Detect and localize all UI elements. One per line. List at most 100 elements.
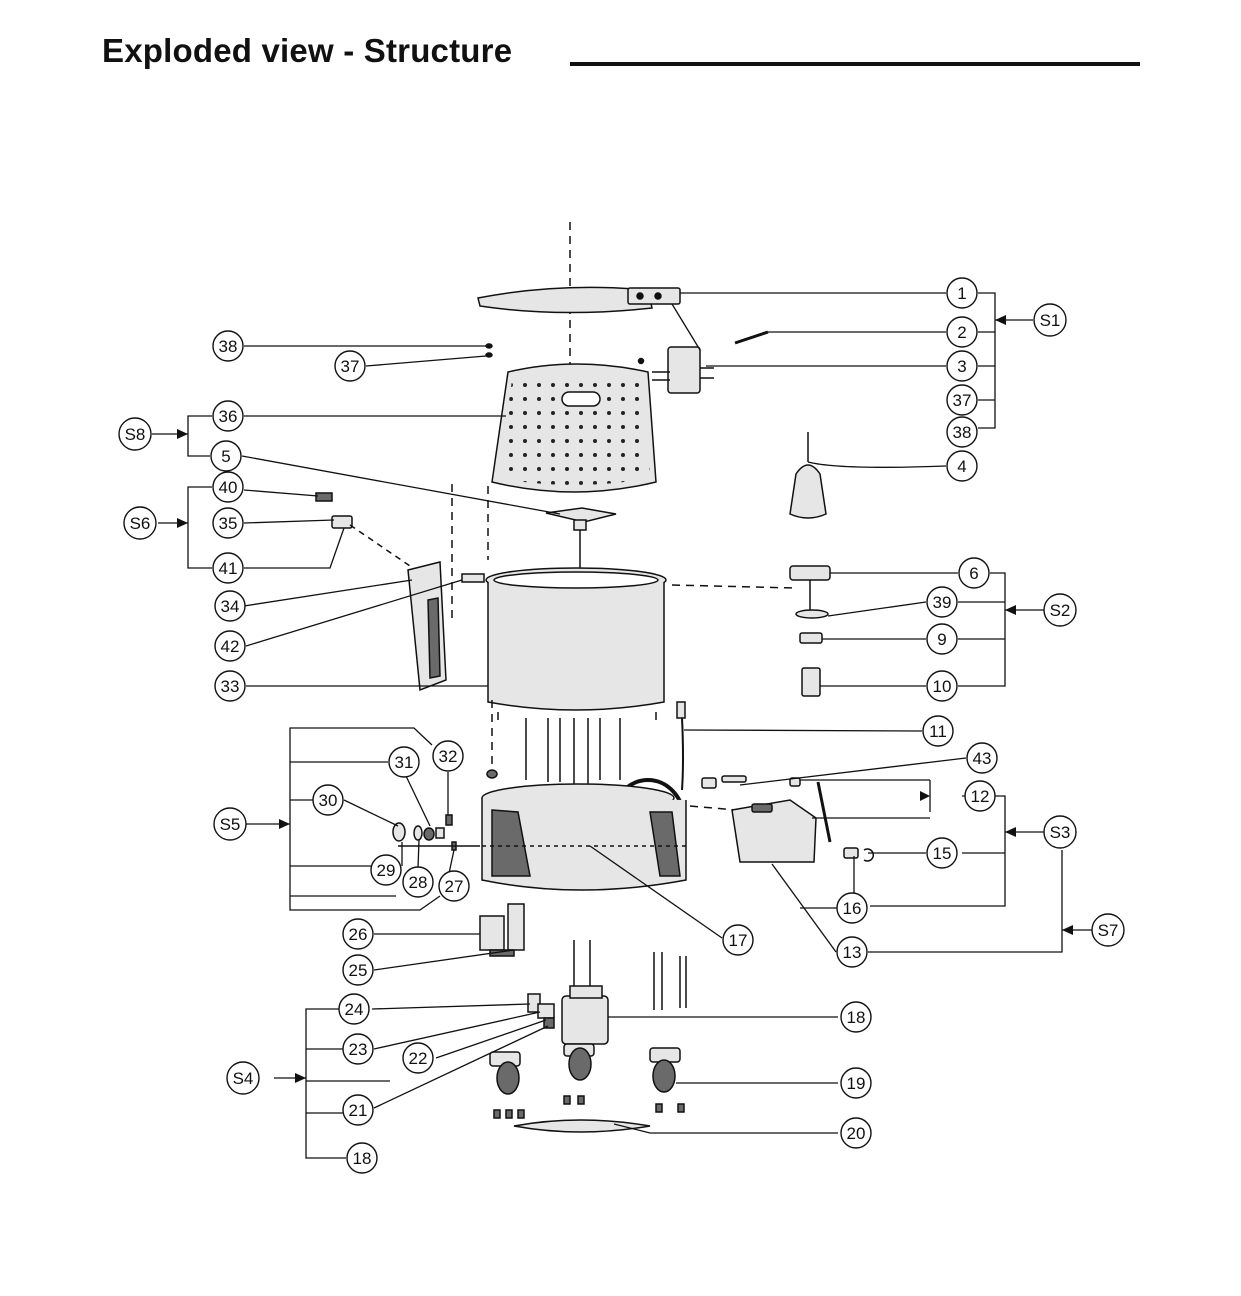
- base-screws-group: [493, 1095, 685, 1119]
- leader-lines: [152, 292, 1092, 1159]
- callout-group-s4: S4: [226, 1061, 260, 1095]
- lid-clip-part: [485, 343, 493, 358]
- callout-15: 15: [926, 837, 958, 869]
- callout-18l: 18: [346, 1142, 378, 1174]
- housing-dash: [689, 805, 737, 811]
- callout-24: 24: [338, 993, 370, 1025]
- callout-30: 30: [312, 784, 344, 816]
- switch-bracket-part: [479, 903, 525, 957]
- callout-20: 20: [840, 1117, 872, 1149]
- callout-label: 12: [971, 787, 990, 806]
- callout-16: 16: [836, 892, 868, 924]
- callout-group-s2: S2: [1043, 593, 1077, 627]
- callout-label: 31: [395, 753, 414, 772]
- callout-label: S2: [1050, 601, 1071, 620]
- callout-label: 20: [847, 1124, 866, 1143]
- callout-label: 19: [847, 1074, 866, 1093]
- callout-13: 13: [836, 936, 868, 968]
- washer-part: [795, 609, 829, 619]
- callout-group-s6: S6: [123, 506, 157, 540]
- pump-assembly-part: [392, 814, 480, 851]
- bearing-part: [799, 632, 823, 644]
- callout-4: 4: [946, 450, 978, 482]
- callout-label: 15: [933, 844, 952, 863]
- callout-42: 42: [214, 630, 246, 662]
- callout-label: 23: [349, 1040, 368, 1059]
- callout-group-s3: S3: [1043, 815, 1077, 849]
- callout-6: 6: [958, 557, 990, 589]
- callout-label: 3: [957, 357, 966, 376]
- callout-9: 9: [926, 623, 958, 655]
- callout-32: 32: [432, 740, 464, 772]
- agitator-cap-part: [789, 432, 827, 519]
- callout-37r: 37: [946, 384, 978, 416]
- callout-label: 27: [445, 877, 464, 896]
- callout-27: 27: [438, 870, 470, 902]
- lid-part: [477, 286, 681, 314]
- caster-legs-group: [653, 952, 687, 1010]
- caster-wheels-part: [489, 1043, 681, 1095]
- callout-label: 4: [957, 457, 966, 476]
- callout-label: S8: [125, 425, 146, 444]
- callout-label: 22: [409, 1049, 428, 1068]
- callout-2: 2: [946, 316, 978, 348]
- callout-label: 37: [341, 357, 360, 376]
- callout-25: 25: [342, 954, 374, 986]
- callout-label: 2: [957, 323, 966, 342]
- clutch-dash: [671, 584, 797, 589]
- callout-38: 38: [212, 330, 244, 362]
- wash-basket-part: [491, 363, 657, 493]
- callout-3: 3: [946, 350, 978, 382]
- callout-label: S4: [233, 1069, 254, 1088]
- callout-label: 17: [729, 931, 748, 950]
- outer-tub-part: [485, 567, 667, 720]
- callout-label: 1: [957, 284, 966, 303]
- callout-18r: 18: [840, 1001, 872, 1033]
- valve-part: [843, 847, 874, 862]
- connector-part-42: [461, 573, 485, 583]
- callout-label: 40: [219, 478, 238, 497]
- callout-label: 30: [319, 791, 338, 810]
- callout-label: 35: [219, 514, 238, 533]
- latch-part-35: [331, 515, 353, 529]
- callout-label: 18: [353, 1149, 372, 1168]
- callout-29: 29: [370, 854, 402, 886]
- callout-label: 18: [847, 1008, 866, 1027]
- hinge-block-part: [637, 346, 714, 394]
- callout-1: 1: [946, 277, 978, 309]
- screw-part: [486, 769, 498, 779]
- callout-35: 35: [212, 507, 244, 539]
- callout-label: S5: [220, 815, 241, 834]
- callout-group-s1: S1: [1033, 303, 1067, 337]
- callout-label: 6: [969, 564, 978, 583]
- callout-19: 19: [840, 1067, 872, 1099]
- callout-12: 12: [964, 780, 996, 812]
- callout-label: 21: [349, 1101, 368, 1120]
- callout-label: 29: [377, 861, 396, 880]
- tub-bolts-group: [525, 718, 621, 790]
- callout-label: S6: [130, 514, 151, 533]
- callout-39: 39: [926, 586, 958, 618]
- callout-40: 40: [212, 471, 244, 503]
- callout-43: 43: [966, 742, 998, 774]
- latch-leader-dash: [349, 524, 411, 567]
- belt-parts-group: [527, 993, 555, 1029]
- callout-label: 16: [843, 899, 862, 918]
- callout-22: 22: [402, 1042, 434, 1074]
- clutch-part: [789, 565, 831, 610]
- callout-label: 25: [349, 961, 368, 980]
- bushing-part: [801, 667, 821, 697]
- callout-label: 33: [221, 677, 240, 696]
- callout-28: 28: [402, 866, 434, 898]
- callout-label: 10: [933, 677, 952, 696]
- base-housing-part: [481, 783, 687, 891]
- callout-10: 10: [926, 670, 958, 702]
- hinge-rod-part: [734, 330, 769, 345]
- callout-label: 37: [953, 391, 972, 410]
- callout-label: S3: [1050, 823, 1071, 842]
- motor-part: [561, 940, 609, 1045]
- callout-label: 28: [409, 873, 428, 892]
- callout-label: 5: [221, 447, 230, 466]
- callout-label: 11: [929, 722, 947, 741]
